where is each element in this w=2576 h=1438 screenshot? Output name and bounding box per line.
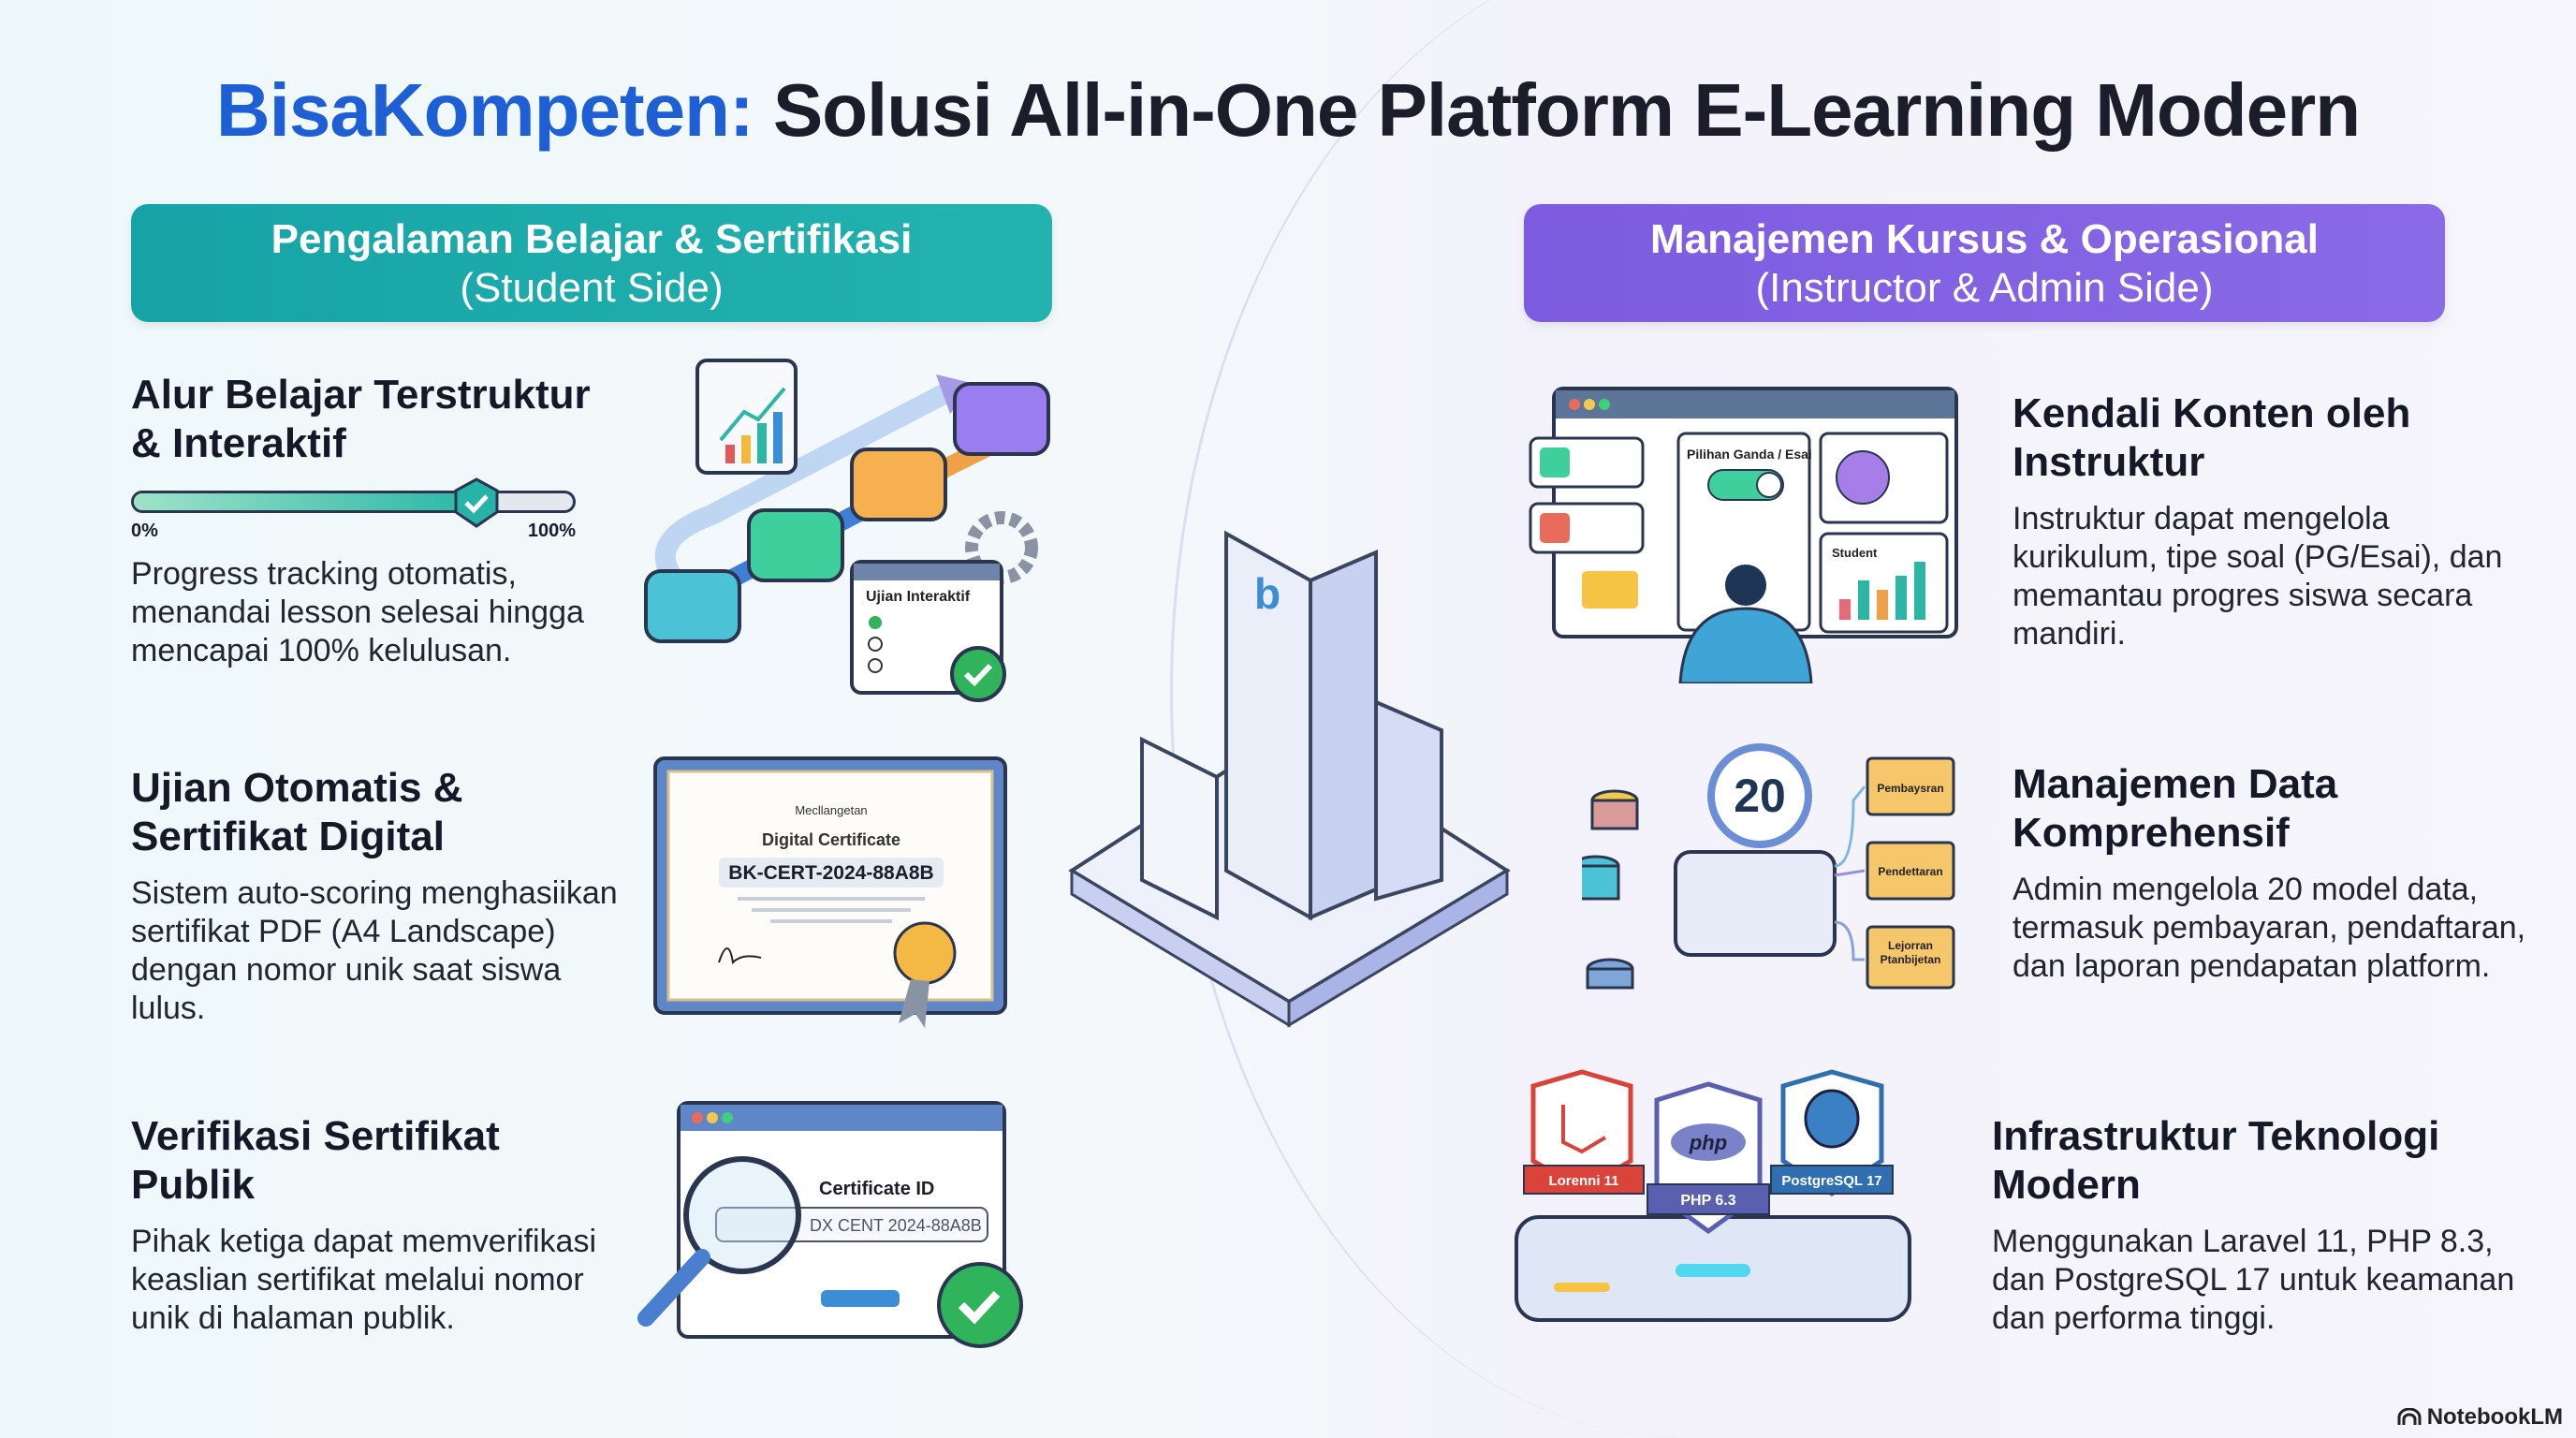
feature-instructor-control: Kendali Konten oleh Instruktur Instruktu… xyxy=(2012,389,2537,653)
certificate-title: Digital Certificate xyxy=(762,830,900,849)
notebooklm-logo-icon xyxy=(2397,1408,2422,1425)
central-platform-building-illustration: b xyxy=(1068,530,1511,1028)
checkmark-icon xyxy=(937,1262,1023,1348)
feature-heading: Alur Belajar Terstruktur & Interaktif xyxy=(131,372,591,466)
platform-logo: b xyxy=(1254,569,1281,618)
progress-min-label: 0% xyxy=(131,521,158,541)
progress-max-label: 100% xyxy=(527,521,576,541)
feature-auto-exam: Ujian Otomatis & Sertifikat Digital Sist… xyxy=(131,764,618,1028)
elephant-icon xyxy=(1804,1089,1860,1149)
chart-bubble-icon xyxy=(695,359,798,475)
folder-icon xyxy=(1582,571,1638,609)
progress-fill xyxy=(134,493,476,510)
feature-description: Progress tracking otomatis, menandai les… xyxy=(131,556,584,668)
banner-title: Pengalaman Belajar & Sertifikasi xyxy=(271,216,913,262)
server-icon xyxy=(1674,850,1837,957)
php-logo-text: php xyxy=(1689,1131,1727,1154)
folder-pendaftaran: Pendettaran xyxy=(1866,841,1955,901)
admin-side-banner: Manajemen Kursus & Operasional (Instruct… xyxy=(1524,204,2445,322)
folder-label: Pendettaran xyxy=(1878,865,1942,878)
feature-description: Instruktur dapat mengelola kurikulum, ti… xyxy=(2012,501,2503,652)
folder-label: Pembaysran xyxy=(1877,782,1943,795)
signature xyxy=(718,947,762,965)
progress-bar xyxy=(131,477,576,528)
feature-structured-learning: Alur Belajar Terstruktur & Interaktif 0%… xyxy=(131,371,618,670)
feature-description: Menggunakan Laravel 11, PHP 8.3, dan Pos… xyxy=(1992,1224,2515,1336)
digital-certificate-illustration: Mecllangetan Digital Certificate BK-CERT… xyxy=(653,756,1007,1028)
feature-heading: Manajemen Data Komprehensif xyxy=(2012,761,2338,856)
student-side-banner: Pengalaman Belajar & Sertifikasi (Studen… xyxy=(131,204,1052,322)
laravel-badge: Lorenni 11 xyxy=(1523,1069,1645,1195)
question-type-label: Pilihan Ganda / Esai xyxy=(1687,447,1812,462)
feature-modern-infrastructure: Infrastruktur Teknologi Modern Menggunak… xyxy=(1992,1112,2535,1338)
certificate-verification-illustration: Certificate ID DX CENT 2024-88A8B xyxy=(637,1101,1023,1348)
folder-pembayaran: Pembaysran xyxy=(1866,756,1955,816)
brand-name: BisaKompeten: xyxy=(215,68,754,152)
folder-laporan: Lejorran Ptanbijetan xyxy=(1866,925,1955,990)
feature-heading: Kendali Konten oleh Instruktur xyxy=(2012,390,2411,485)
feature-heading: Infrastruktur Teknologi Modern xyxy=(1992,1113,2440,1208)
data-management-illustration: 20 Pembaysran Pendettaran Lejorran Ptanb… xyxy=(1582,743,1955,990)
banner-subtitle: (Instructor & Admin Side) xyxy=(1755,265,2214,311)
instructor-dashboard-illustration: Pilihan Ganda / Esai Student xyxy=(1529,387,1958,683)
feature-data-management: Manajemen Data Komprehensif Admin mengel… xyxy=(2012,760,2537,986)
model-count-badge xyxy=(1707,743,1812,848)
feature-description: Pihak ketiga dapat memverifikasi keaslia… xyxy=(131,1224,597,1336)
learning-path-illustration: Ujian Interaktif xyxy=(644,359,1050,702)
step-node xyxy=(850,448,947,521)
feature-public-verification: Verifikasi Sertifikat Publik Pihak ketig… xyxy=(131,1112,618,1338)
step-node xyxy=(644,569,741,643)
magnifier-icon xyxy=(683,1156,801,1274)
feature-heading: Ujian Otomatis & Sertifikat Digital xyxy=(131,765,463,859)
badge-label: PostgreSQL 17 xyxy=(1781,1173,1881,1189)
checkmark-icon xyxy=(950,646,1006,702)
certificate-id-label: Certificate ID xyxy=(819,1179,934,1199)
folder-label: Lejorran Ptanbijetan xyxy=(1880,939,1941,966)
certificate-id-input xyxy=(715,1207,988,1242)
feature-description: Admin mengelola 20 model data, termasuk … xyxy=(2012,872,2526,984)
notebooklm-watermark: NotebookLM xyxy=(2397,1404,2563,1431)
pie-chart-icon xyxy=(1836,450,1890,505)
step-node xyxy=(747,508,844,582)
feature-description: Sistem auto-scoring menghasiikan sertifi… xyxy=(131,875,618,1026)
award-seal-icon xyxy=(893,921,957,985)
certificate-id-value: DX CENT 2024-88A8B xyxy=(810,1216,982,1235)
certificate-brand: Mecllangetan xyxy=(795,803,867,817)
step-node xyxy=(953,382,1050,456)
quiz-window-title: Ujian Interaktif xyxy=(866,589,971,605)
postgresql-badge: PostgreSQL 17 xyxy=(1770,1069,1894,1197)
badge-label: Lorenni 11 xyxy=(1548,1173,1618,1189)
check-shield-icon xyxy=(454,477,499,528)
model-count: 20 xyxy=(1734,770,1786,822)
student-chart-label: Student xyxy=(1832,546,1878,560)
feature-heading: Verifikasi Sertifikat Publik xyxy=(131,1113,500,1208)
watermark-text: NotebookLM xyxy=(2426,1404,2563,1430)
page-title: BisaKompeten: Solusi All-in-One Platform… xyxy=(0,67,2576,154)
title-text: Solusi All-in-One Platform E-Learning Mo… xyxy=(753,68,2361,152)
certificate-number: BK-CERT-2024-88A8B xyxy=(728,862,933,884)
banner-title: Manajemen Kursus & Operasional xyxy=(1650,216,2319,262)
banner-subtitle: (Student Side) xyxy=(460,265,724,311)
instructor-avatar xyxy=(1725,565,1766,606)
badge-label: PHP 6.3 xyxy=(1680,1193,1735,1209)
